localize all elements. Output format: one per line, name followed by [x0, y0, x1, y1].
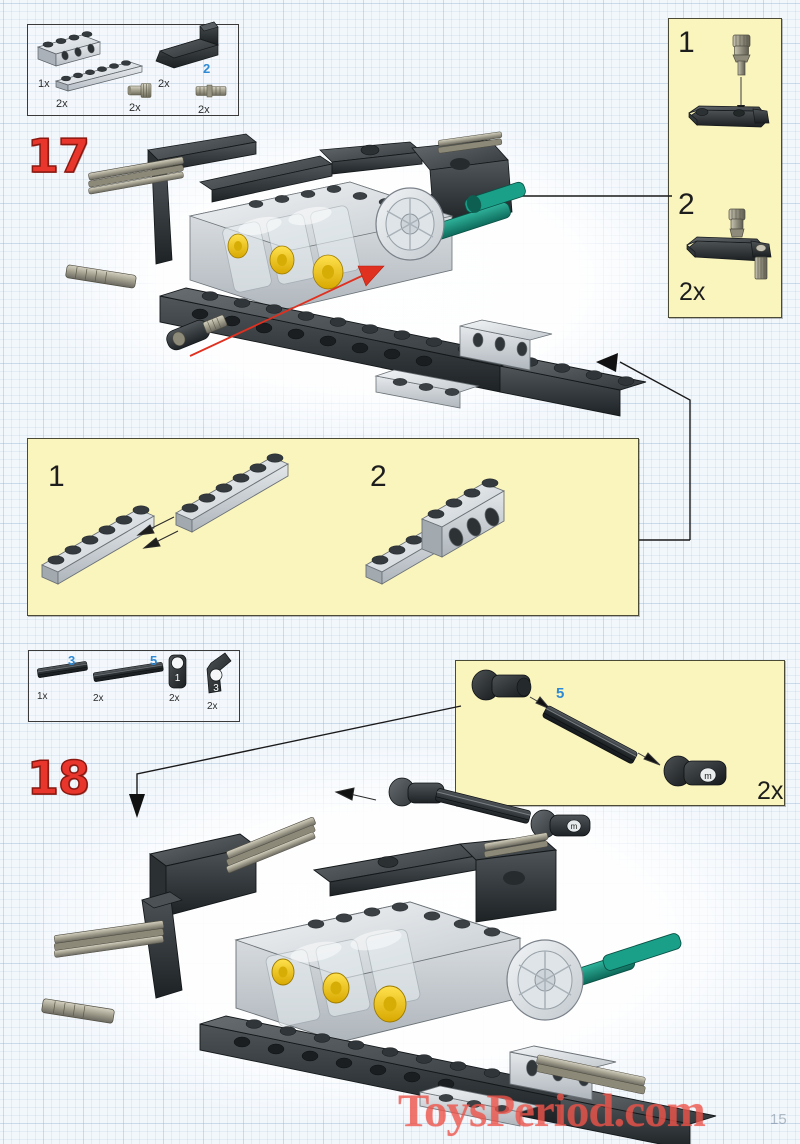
qty-pin: 2x — [129, 102, 141, 114]
bottom-right-details — [419, 1054, 646, 1127]
liftarm-1-length: 1 — [175, 673, 181, 684]
parts-box-step-18: 1x 2x 1 2x 3 2x — [28, 650, 240, 722]
ball-joint-connector-right: m — [663, 755, 727, 787]
site-watermark: ToysPeriod.com — [398, 1085, 706, 1137]
part-technic-brick-1x4-with-holes — [36, 31, 102, 67]
qty-technic-brick: 1x — [38, 78, 50, 90]
part-axle-3 — [36, 661, 88, 678]
liftarm-3-length: 3 — [213, 683, 219, 694]
part-axle-2-notched — [195, 84, 227, 98]
ball-joint-linkage-added: m — [334, 777, 591, 853]
model-illustration-18: m — [41, 777, 717, 1144]
model-step-17 — [60, 120, 700, 440]
front-axle-stub-18 — [41, 998, 115, 1024]
upper-dark-beams — [198, 141, 423, 203]
callout-substep-number-2: 2 — [678, 188, 695, 221]
callout-illustration-top-right — [686, 34, 772, 280]
length-label-axle-5: 5 — [150, 653, 158, 668]
callout-quantity-step-18: 2x — [757, 777, 784, 805]
qty-plate-1x6: 2x — [56, 98, 68, 110]
length-label-axle-3: 3 — [68, 653, 76, 668]
part-pin-with-friction-half — [127, 83, 152, 98]
page-number: 15 — [770, 1111, 787, 1128]
axle-bundle-upper-left — [226, 816, 316, 874]
qty-angular-beam: 2x — [158, 78, 170, 90]
front-axle-stub — [65, 264, 137, 289]
ball-joint-connector-left — [471, 669, 532, 701]
part-plate-1x6 — [54, 60, 144, 92]
engine-block-18 — [234, 901, 522, 1043]
part-axle-5 — [92, 662, 164, 682]
step-number-17: 17 — [26, 129, 91, 183]
parts-box-step-17: 1x 2x — [27, 21, 239, 116]
yellow-pistons — [227, 233, 344, 290]
callout-illustration-step-18: m — [471, 669, 727, 787]
length-label-axle-2: 2 — [203, 61, 211, 76]
callout-quantity-top-right: 2x — [679, 278, 706, 306]
upper-dark-beams-18 — [312, 832, 558, 923]
parts-illustration-18: 1x 2x 1 2x 3 2x — [36, 652, 232, 712]
qty-axle-2: 2x — [198, 104, 210, 116]
yellow-pistons-18 — [271, 958, 407, 1023]
callout-sub-assembly-top-right — [668, 18, 782, 318]
axle-bundle-left-lower — [53, 920, 165, 958]
callout-sub-assembly-step-18: m — [455, 660, 785, 806]
axle-bundle-left — [88, 156, 184, 195]
part-angular-beam-bent-liftarm — [155, 21, 220, 69]
model-step-18: m — [40, 760, 780, 1144]
step-number-18: 18 — [26, 751, 91, 805]
svg-text:m: m — [704, 771, 712, 781]
part-liftarm-3-bent-black: 3 — [206, 652, 232, 694]
qty-liftarm-3: 2x — [207, 701, 218, 712]
callout-substep-number-1: 1 — [678, 26, 695, 59]
substep-2-brick-on-plate — [365, 478, 506, 585]
loose-pin-part — [166, 314, 228, 351]
qty-liftarm-1: 2x — [169, 693, 180, 704]
qty-axle-3: 1x — [37, 691, 48, 702]
grey-wheel-hub — [375, 187, 445, 261]
qty-axle-5: 2x — [93, 693, 104, 704]
model-illustration-17 — [65, 131, 647, 417]
part-liftarm-1-black: 1 — [168, 654, 187, 689]
grey-technic-brick-with-holes — [459, 319, 553, 371]
svg-text:m: m — [571, 822, 578, 831]
length-label-callout-axle-5: 5 — [556, 685, 565, 702]
parts-illustration-17: 1x 2x — [36, 21, 227, 116]
callout-illustration-middle — [41, 453, 506, 585]
grey-cross-plate — [374, 369, 480, 409]
callout-middle-substep-number-2: 2 — [370, 460, 387, 493]
grey-wheel-hub-18 — [506, 939, 584, 1021]
axle-5-black — [542, 705, 638, 764]
callout-middle-substep-number-1: 1 — [48, 460, 65, 493]
lower-chassis-beams — [159, 287, 647, 417]
red-insertion-arrow — [189, 265, 385, 357]
substep-1-illustration — [688, 34, 770, 128]
callout-sub-assembly-middle — [27, 438, 639, 616]
substep-1-two-plates — [41, 453, 289, 585]
substep-2-illustration — [686, 208, 772, 280]
